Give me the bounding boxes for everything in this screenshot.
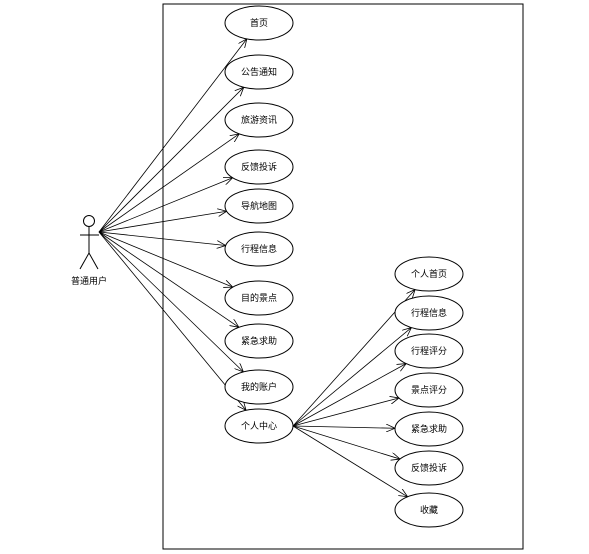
association-lines: [98, 39, 415, 497]
assoc-arrow-destination: [98, 231, 233, 287]
use-case-label: 首页: [250, 17, 268, 29]
sub-use-case-itinerary-info: 行程信息: [394, 295, 464, 331]
use-case-emergency: 紧急求助: [224, 323, 294, 359]
use-case-label: 行程信息: [241, 243, 277, 255]
actor: 普通用户: [71, 215, 107, 287]
assoc-arrow-nav-map: [98, 211, 227, 233]
use-case-label: 行程评分: [411, 345, 447, 357]
sub-arrow-favorites: [292, 425, 408, 497]
actor-head: [83, 215, 95, 227]
use-case-label: 个人中心: [241, 420, 277, 432]
assoc-arrow-personal-center: [98, 231, 246, 410]
assoc-arrow-itinerary: [98, 231, 226, 245]
use-case-ellipse: [224, 149, 294, 185]
use-case-travel-news: 旅游资讯: [224, 102, 294, 138]
use-case-label: 个人首页: [411, 268, 447, 280]
use-case-ellipse: [224, 54, 294, 90]
use-case-label: 反馈投诉: [411, 462, 447, 474]
sub-use-case-personal-home: 个人首页: [394, 256, 464, 292]
use-case-home: 首页: [224, 5, 294, 41]
use-case-ellipse: [224, 323, 294, 359]
sub-use-case-favorites: 收藏: [394, 492, 464, 528]
use-case-ellipse: [224, 408, 294, 444]
sub-arrow-itinerary-info: [292, 328, 411, 427]
actor-left-leg: [79, 252, 90, 270]
use-case-ellipse: [394, 256, 464, 292]
assoc-arrow-emergency: [98, 231, 239, 327]
use-case-ellipse: [224, 102, 294, 138]
use-case-ellipse: [394, 492, 464, 528]
actor-right-leg: [88, 252, 99, 270]
use-case-destination: 目的景点: [224, 280, 294, 316]
use-case-ellipse: [224, 280, 294, 316]
use-case-ellipse: [394, 411, 464, 447]
actor-label: 普通用户: [71, 275, 107, 287]
use-case-ellipse: [394, 333, 464, 369]
use-case-label: 紧急求助: [241, 335, 277, 347]
use-case-ellipse: [394, 295, 464, 331]
assoc-arrow-notice: [98, 87, 244, 233]
use-case-itinerary: 行程信息: [224, 231, 294, 267]
use-case-label: 行程信息: [411, 307, 447, 319]
use-case-label: 景点评分: [411, 385, 447, 396]
sub-use-case-feedback-complaint: 反馈投诉: [394, 450, 464, 486]
system-boundary: [162, 3, 524, 550]
use-case-ellipse: [394, 372, 464, 408]
sub-use-case-itinerary-rating: 行程评分: [394, 333, 464, 369]
sub-arrow-spot-rating: [292, 398, 399, 427]
use-case-personal-center: 个人中心: [224, 408, 294, 444]
use-case-ellipse: [224, 188, 294, 224]
assoc-arrow-my-account: [98, 231, 243, 372]
use-case-label: 公告通知: [241, 66, 277, 78]
use-case-label: 反馈投诉: [241, 161, 277, 173]
use-case-nav-map: 导航地图: [224, 188, 294, 224]
sub-arrow-itinerary-rating: [292, 364, 406, 427]
use-case-label: 收藏: [420, 504, 438, 516]
assoc-arrow-home: [98, 39, 247, 233]
use-case-ellipse: [224, 231, 294, 267]
use-case-ellipse: [394, 450, 464, 486]
use-case-feedback: 反馈投诉: [224, 149, 294, 185]
use-case-label: 我的账户: [241, 381, 277, 393]
sub-arrow-feedback-complaint: [292, 425, 400, 459]
use-case-label: 目的景点: [241, 292, 277, 304]
use-case-label: 导航地图: [241, 200, 277, 212]
use-case-label: 旅游资讯: [241, 114, 277, 126]
sub-use-case-emergency-help: 紧急求助: [394, 411, 464, 447]
sub-arrow-emergency-help: [292, 426, 395, 428]
sub-use-case-spot-rating: 景点评分: [394, 372, 464, 408]
assoc-arrow-travel-news: [98, 134, 239, 233]
use-case-label: 紧急求助: [411, 423, 447, 435]
use-case-ellipse: [224, 5, 294, 41]
use-case-notice: 公告通知: [224, 54, 294, 90]
assoc-arrow-feedback: [98, 178, 233, 233]
use-case-ellipse: [224, 369, 294, 405]
use-case-my-account: 我的账户: [224, 369, 294, 405]
